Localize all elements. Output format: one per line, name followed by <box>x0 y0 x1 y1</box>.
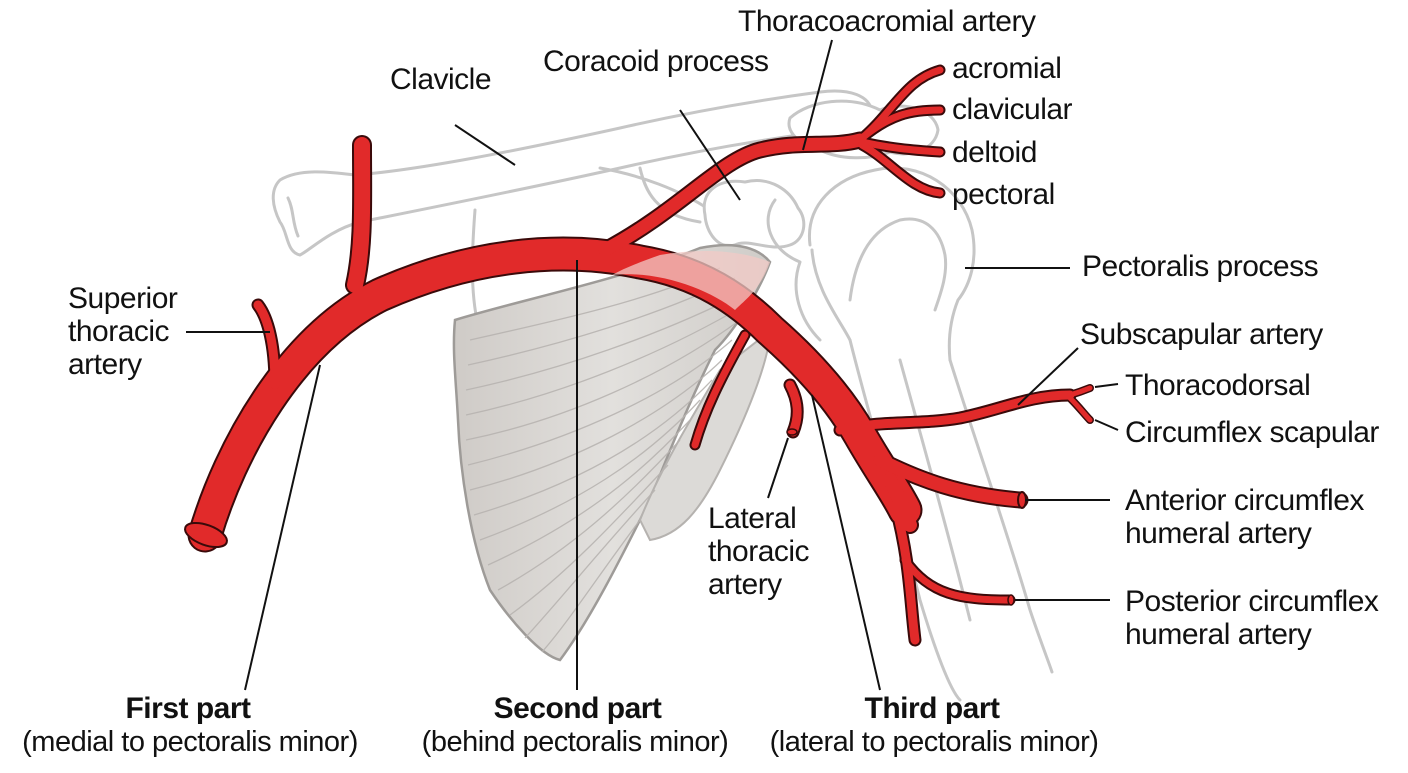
label-anterior-circumflex-humeral-artery: Anterior circumflex humeral artery <box>1125 484 1364 550</box>
label-pectoralis-process: Pectoralis process <box>1082 250 1319 283</box>
circumflex-scapular-branch <box>1067 395 1093 423</box>
label-superior-thoracic-artery: Superior thoracic artery <box>68 282 178 381</box>
deltoid-branch <box>858 138 944 156</box>
first-part-subtitle: (medial to pectoralis minor) <box>22 726 358 758</box>
deep-brachial-stub <box>883 473 917 532</box>
thoracodorsal-branch <box>1067 385 1093 398</box>
posterior-circumflex-humeral-vessel <box>901 556 1014 604</box>
arteries <box>184 64 1094 647</box>
label-acromial: acromial <box>952 52 1062 85</box>
axillary-artery-main <box>189 238 921 551</box>
subscapular-artery-vessel <box>835 390 1075 435</box>
label-circumflex-scapular: Circumflex scapular <box>1125 416 1379 449</box>
label-subscapular-artery: Subscapular artery <box>1080 318 1323 351</box>
label-thoracoacromial-artery: Thoracoacromial artery <box>738 5 1036 38</box>
lateral-thoracic-artery-vessel <box>785 380 802 437</box>
leader-lines <box>186 39 1119 691</box>
humeral-head-bone <box>807 166 976 362</box>
pectoralis-minor-overlay <box>612 250 770 310</box>
subclavian-branch <box>347 137 371 293</box>
brachial-continuation <box>890 500 920 645</box>
third-part-subtitle: (lateral to pectoralis minor) <box>769 726 1099 758</box>
coracoid-process-bone <box>702 179 806 249</box>
bones <box>271 89 1054 702</box>
thoracoacromial-artery-vessel <box>598 133 867 257</box>
artery-cut-end <box>184 521 228 549</box>
muscular-branch <box>691 331 749 449</box>
second-part-subtitle: (behind pectoralis minor) <box>421 726 729 758</box>
superior-thoracic-artery-vessel <box>253 300 280 390</box>
pectoral-branch <box>858 141 944 197</box>
label-posterior-circumflex-humeral-artery: Posterior circumflex humeral artery <box>1125 585 1379 651</box>
first-part-title: First part <box>125 692 251 725</box>
third-part-title: Third part <box>864 692 1001 725</box>
label-lateral-thoracic-artery: Lateral thoracic artery <box>708 502 810 601</box>
label-clavicular: clavicular <box>952 93 1073 126</box>
label-pectoral: pectoral <box>952 178 1055 211</box>
clavicular-branch <box>858 106 944 142</box>
humerus-shaft <box>848 338 1054 702</box>
second-part-title: Second part <box>493 692 662 725</box>
label-coracoid-process: Coracoid process <box>543 45 769 78</box>
anterior-circumflex-humeral-vessel <box>873 453 1027 507</box>
label-deltoid: deltoid <box>952 136 1037 169</box>
label-clavicle: Clavicle <box>390 63 492 96</box>
label-thoracodorsal: Thoracodorsal <box>1125 369 1311 402</box>
